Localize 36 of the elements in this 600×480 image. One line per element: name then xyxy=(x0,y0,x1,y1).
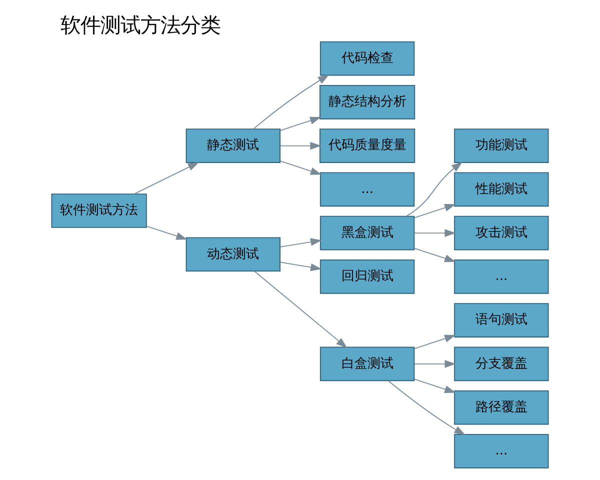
arrow xyxy=(280,116,322,131)
node-box: ... xyxy=(320,172,415,207)
node-box: ... xyxy=(454,260,549,294)
arrow xyxy=(414,360,456,368)
arrow xyxy=(146,226,188,240)
node-box: 路径覆盖 xyxy=(454,390,549,425)
node-box: 性能测试 xyxy=(454,172,549,207)
arrow xyxy=(254,270,348,348)
node-box: 回归测试 xyxy=(320,260,415,294)
arrow xyxy=(280,160,322,175)
node-box: 代码质量度量 xyxy=(320,128,416,163)
arrow xyxy=(280,142,322,150)
arrow xyxy=(406,162,463,217)
node-box: 攻击测试 xyxy=(454,216,549,250)
diagram-title: 软件测试方法分类 xyxy=(60,13,220,38)
node-box: 静态结构分析 xyxy=(320,85,416,120)
node-box: 软件测试方法 xyxy=(51,194,147,228)
node-box: 黑盒测试 xyxy=(320,216,415,250)
node-box: 分支覆盖 xyxy=(454,346,549,382)
arrow xyxy=(280,238,322,248)
node-box: 功能测试 xyxy=(454,128,549,163)
node-box: 动态测试 xyxy=(186,237,280,272)
node-box: 代码检查 xyxy=(320,41,415,76)
node-box: 静态测试 xyxy=(186,128,280,163)
arrow xyxy=(414,248,456,262)
node-box: ... xyxy=(454,434,549,468)
arrow xyxy=(414,204,456,218)
arrow xyxy=(388,380,466,436)
arrow xyxy=(280,262,322,272)
node-box: 语句测试 xyxy=(454,303,549,338)
arrow xyxy=(252,74,330,130)
arrow xyxy=(414,334,456,350)
arrow xyxy=(414,229,456,237)
arrow xyxy=(414,378,456,394)
arrow xyxy=(134,162,200,194)
node-box: 白盒测试 xyxy=(320,346,415,382)
